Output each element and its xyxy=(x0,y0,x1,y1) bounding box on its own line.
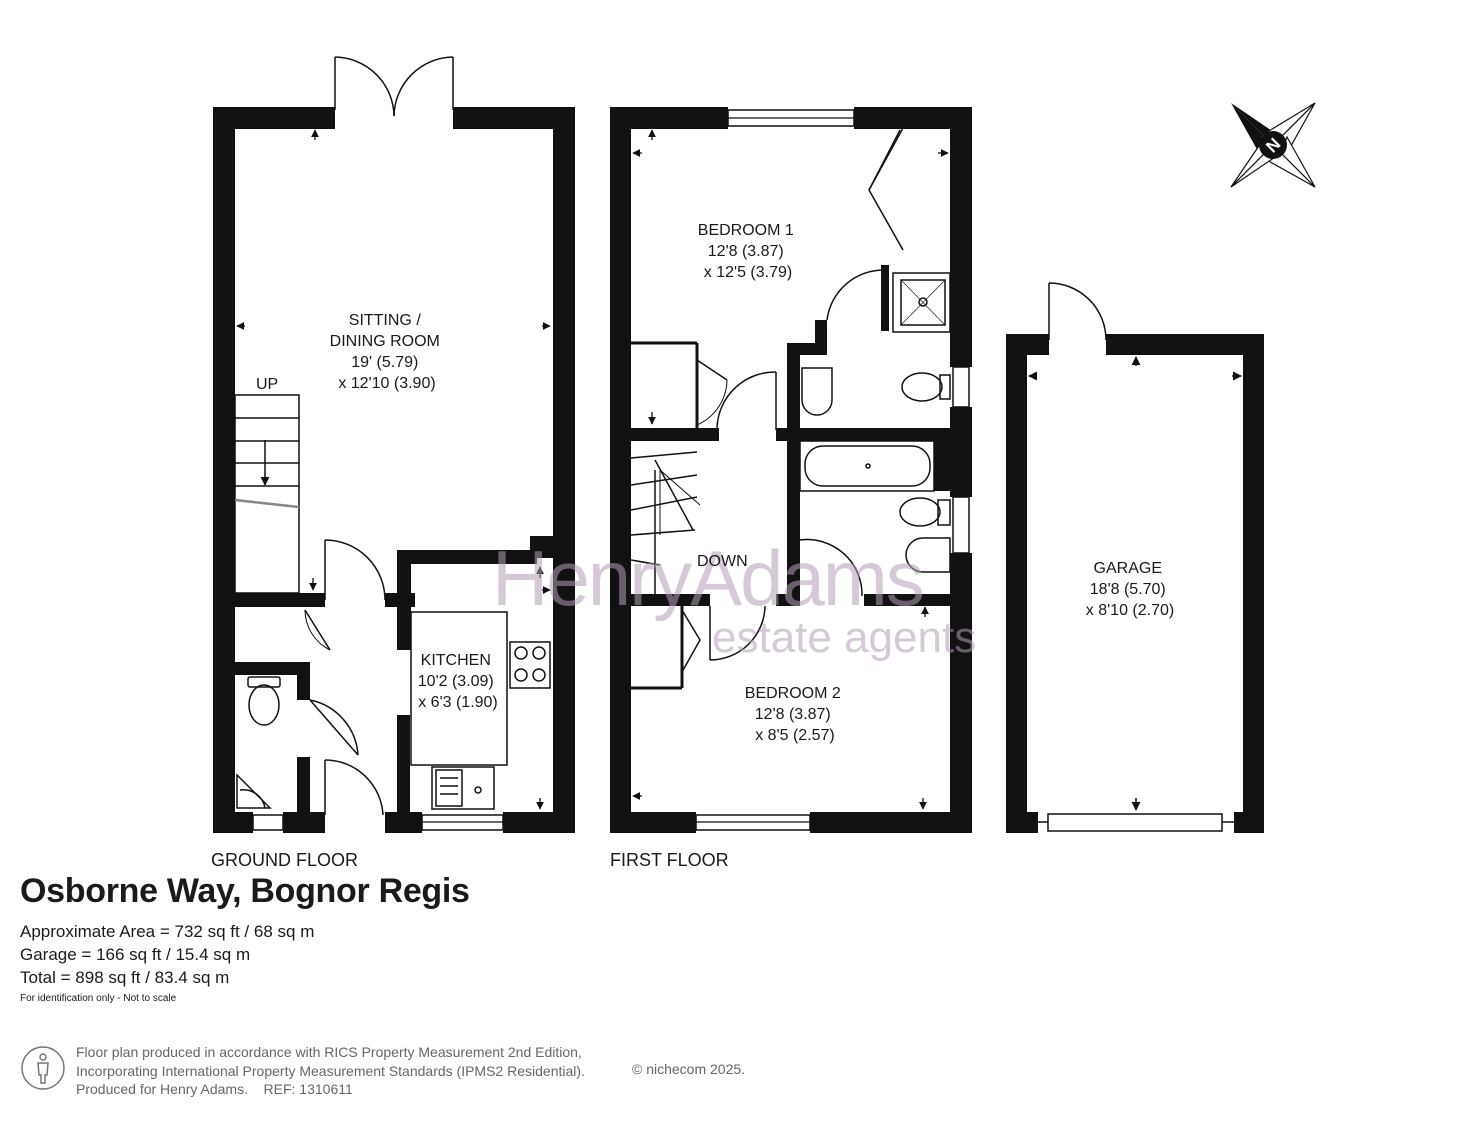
footer-notes: Floor plan produced in accordance with R… xyxy=(76,1043,585,1099)
garage-fittings xyxy=(1028,282,1242,811)
room-labels: SITTING / DINING ROOM 19' (5.79) x 12'10… xyxy=(330,222,1175,744)
identification-note: For identification only - Not to scale xyxy=(20,993,177,1004)
kitchen-label: KITCHEN 10'2 (3.09) x 6'3 (1.90) xyxy=(418,652,498,711)
watermark-brand: HenryAdams xyxy=(492,534,923,622)
ground-floor-label: GROUND FLOOR xyxy=(211,850,359,870)
ground-floor-plan xyxy=(213,107,575,833)
measurement-person-icon xyxy=(21,1046,65,1090)
area-summary: Approximate Area = 732 sq ft / 68 sq m G… xyxy=(20,920,314,989)
footer-line-1: Floor plan produced in accordance with R… xyxy=(76,1044,582,1060)
compass-icon: N xyxy=(1230,102,1316,188)
ground-floor-fittings xyxy=(234,56,551,816)
footer-line-2: Incorporating International Property Mea… xyxy=(76,1062,585,1079)
garage-area: Garage = 166 sq ft / 15.4 sq m xyxy=(20,945,251,964)
approximate-area: Approximate Area = 732 sq ft / 68 sq m xyxy=(20,922,315,941)
watermark-tagline: estate agents xyxy=(712,613,976,662)
first-floor-fittings xyxy=(630,127,951,690)
first-floor-plan xyxy=(610,107,972,833)
total-area: Total = 898 sq ft / 83.4 sq m xyxy=(20,968,230,987)
first-floor-dimension-marks xyxy=(632,129,949,810)
garage-label: GARAGE 18'8 (5.70) x 8'10 (2.70) xyxy=(1086,560,1174,619)
property-title: Osborne Way, Bognor Regis xyxy=(20,872,470,910)
copyright: © nichecom 2025. xyxy=(632,1061,746,1077)
stairs-up-label: UP xyxy=(256,376,278,393)
first-floor-label: FIRST FLOOR xyxy=(610,850,729,870)
stairs-down-label: DOWN xyxy=(697,553,748,570)
bedroom-2-label: BEDROOM 2 12'8 (3.87) x 8'5 (2.57) xyxy=(745,685,845,744)
sitting-room-label: SITTING / DINING ROOM 19' (5.79) x 12'10… xyxy=(330,312,445,392)
ground-floor-dimension-marks xyxy=(236,129,551,810)
bedroom-1-label: BEDROOM 1 12'8 (3.87) x 12'5 (3.79) xyxy=(698,222,798,281)
garage-plan xyxy=(1006,334,1264,833)
footer-line-3: Produced for Henry Adams. REF: 1310611 xyxy=(76,1081,353,1097)
watermark: HenryAdams estate agents xyxy=(492,534,976,662)
